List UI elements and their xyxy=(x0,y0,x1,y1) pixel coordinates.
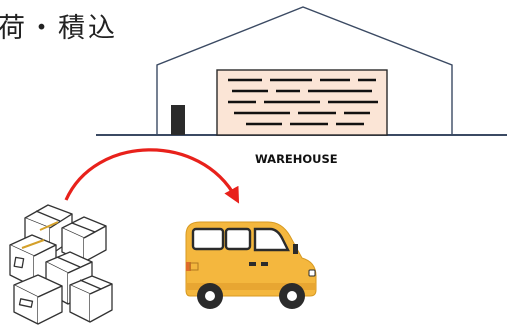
boxes-icon xyxy=(9,204,113,325)
warehouse-door-small xyxy=(171,105,185,135)
warehouse-label: WAREHOUSE xyxy=(255,152,338,166)
curved-arrow-icon xyxy=(64,148,240,204)
warehouse-icon: WAREHOUSE xyxy=(96,6,507,166)
warehouse-shutter-door xyxy=(216,69,388,136)
delivery-van-icon xyxy=(185,221,317,309)
page-title: 荷・積込 xyxy=(0,13,118,44)
